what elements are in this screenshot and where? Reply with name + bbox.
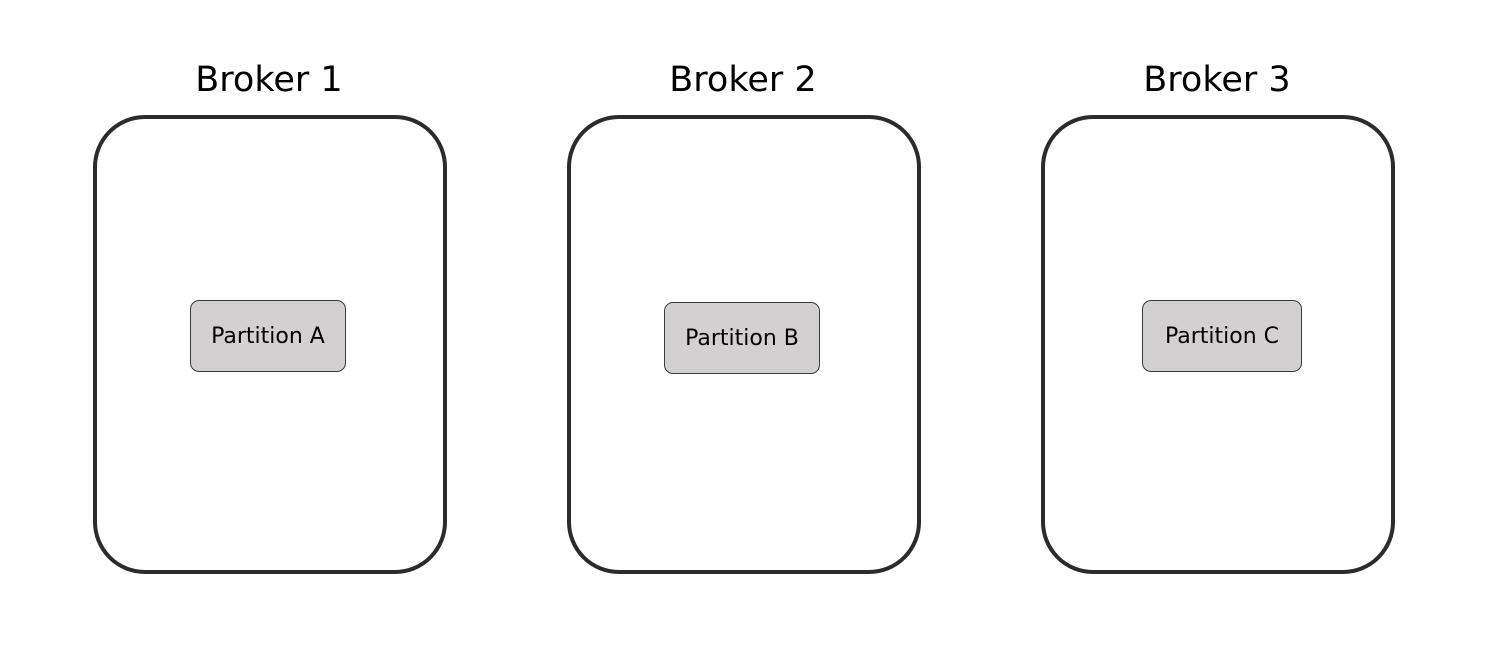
broker-2: Broker 2 Partition B (567, 0, 921, 654)
partition-b: Partition B (664, 302, 820, 374)
broker-2-box (567, 115, 921, 574)
partition-c: Partition C (1142, 300, 1302, 372)
broker-2-title: Broker 2 (669, 60, 817, 100)
partition-a: Partition A (190, 300, 346, 372)
broker-1: Broker 1 Partition A (93, 0, 447, 654)
broker-3: Broker 3 Partition C (1041, 0, 1395, 654)
broker-1-title: Broker 1 (195, 60, 343, 100)
broker-3-title: Broker 3 (1143, 60, 1291, 100)
